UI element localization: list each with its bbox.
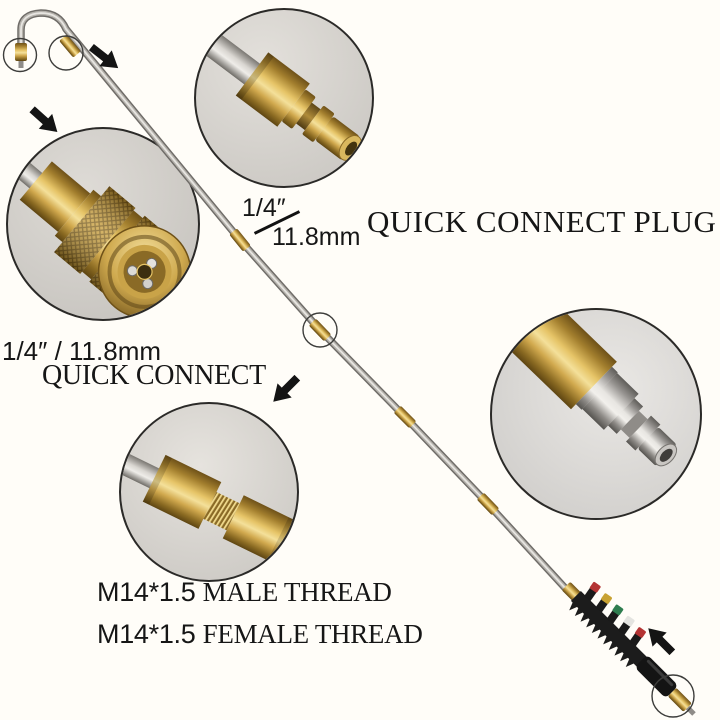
- female-thread-label: M14*1.5 FEMALE THREAD: [97, 619, 423, 649]
- male-thread-label: M14*1.5 MALE THREAD: [97, 577, 392, 607]
- rod-fitting: [394, 406, 416, 428]
- rod-fitting: [477, 493, 499, 515]
- end-nub: [685, 705, 696, 716]
- arrow-to-coupler: [29, 106, 58, 133]
- steel-plug-tip: [638, 428, 676, 466]
- plug-rod: [196, 10, 264, 87]
- male-thread-hex-nut: [222, 495, 295, 563]
- connect-size: 1/4″ / 11.8mm: [2, 336, 162, 366]
- rod-fitting: [230, 229, 250, 251]
- highlight-rings: [2, 35, 695, 718]
- callout-m14-threads: [119, 402, 299, 582]
- ring-end-tip: [651, 674, 695, 718]
- nozzle-tip: [583, 581, 601, 602]
- plug-size-mm: 11.8mm: [272, 223, 361, 251]
- plug-size-inch: 1/4″: [242, 194, 286, 222]
- callout-quick-connect-coupler: [6, 127, 200, 321]
- coupler-center-hole: [136, 263, 153, 280]
- end-fitting: [668, 688, 692, 712]
- ring-gooseneck-tip: [2, 37, 38, 73]
- plug-hex-nut: [235, 52, 310, 127]
- holder-spikes: [569, 601, 635, 667]
- arrow-to-nozzles: [648, 628, 676, 656]
- plug-title: QUICK CONNECT PLUG: [367, 204, 717, 239]
- steel-hex-nut: [582, 373, 639, 430]
- nozzle-tip: [595, 593, 612, 613]
- nozzle-holder-assembly: [562, 581, 696, 716]
- steel-plug-hole: [659, 448, 673, 462]
- gooseneck-tip-fitting: [15, 43, 27, 68]
- coupler-ball-bearing: [142, 278, 154, 290]
- wand-rod: [17, 9, 570, 593]
- nozzle-tip: [606, 604, 624, 624]
- nozzle-tip: [629, 627, 646, 647]
- coupler-ball-bearing: [126, 265, 138, 277]
- male-thread-stub: [203, 491, 240, 531]
- rod-fitting: [309, 319, 331, 341]
- coupler-hex-nut: [19, 161, 91, 232]
- arrow-to-thread: [273, 374, 301, 402]
- holder-handle: [636, 656, 677, 697]
- plug-tip-hole: [345, 141, 358, 156]
- ring-top-fitting: [48, 35, 84, 71]
- arrow-to-plug: [88, 43, 119, 69]
- nozzle-tip: [617, 615, 635, 635]
- ring-mid-fitting: [302, 312, 338, 348]
- connect-title: QUICK CONNECT: [42, 360, 266, 391]
- rod-fitting: [59, 35, 81, 57]
- holder-bar: [570, 590, 648, 668]
- callout-quick-connect-plug: [194, 8, 374, 188]
- female-thread-hex-nut: [142, 454, 222, 529]
